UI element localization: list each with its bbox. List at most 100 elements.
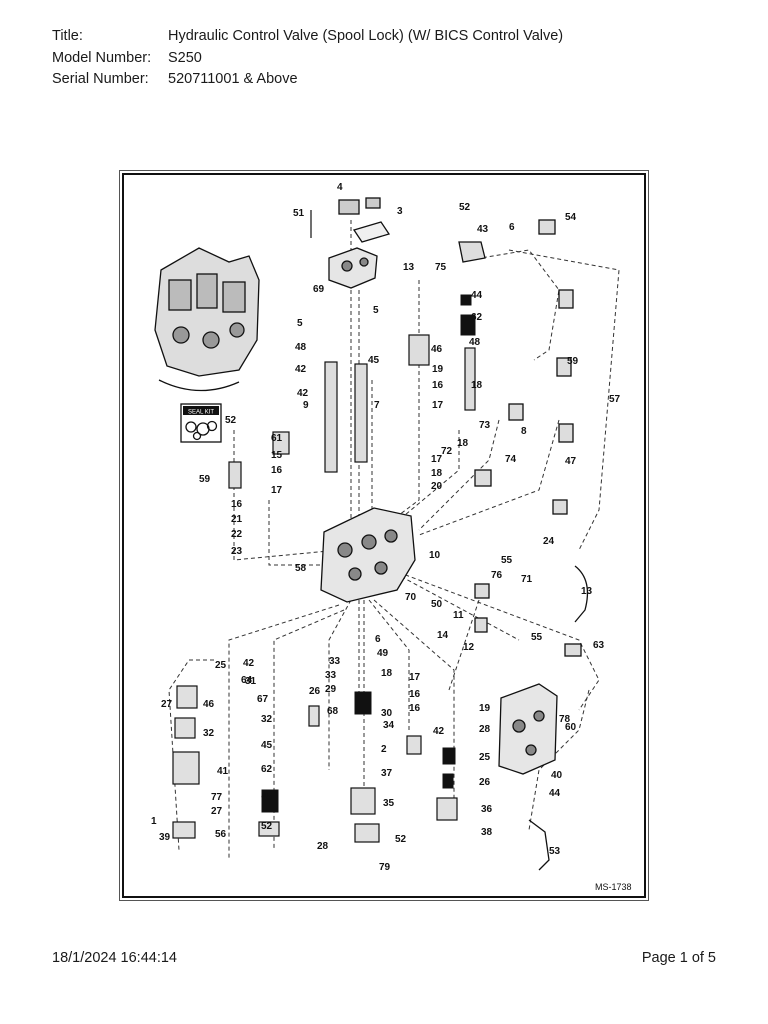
part-callout: 41 — [217, 766, 229, 777]
part-callout: 13 — [581, 586, 593, 597]
spool-housing — [328, 197, 391, 289]
part-callout: 63 — [593, 640, 605, 651]
part-callout: 77 — [211, 792, 223, 803]
part-callout: 71 — [521, 574, 533, 585]
part-callout: 28 — [479, 724, 491, 735]
part-callout: 42 — [295, 364, 307, 375]
part-callout: 8 — [521, 426, 527, 437]
seal-kit: SEAL KIT — [180, 403, 222, 443]
part-callout: 49 — [377, 648, 389, 659]
part-callout: 3 — [397, 206, 403, 217]
part-callout: 65 — [261, 792, 273, 803]
part-callout: 16 — [271, 465, 283, 476]
model-row: Model Number: S250 — [52, 48, 563, 70]
part-callout: 76 — [491, 570, 503, 581]
part-callout: 26 — [309, 686, 321, 697]
part-callout: 46 — [203, 699, 215, 710]
part-callout: 43 — [477, 224, 489, 235]
part-callout: 53 — [549, 846, 561, 857]
part-callout: 78 — [559, 714, 571, 725]
part-callout: 64 — [241, 675, 253, 686]
part-callout: 22 — [231, 529, 243, 540]
diagram-canvas: SEAL KIT — [119, 170, 649, 901]
part-callout: 44 — [471, 290, 483, 301]
part-callout: 36 — [481, 804, 493, 815]
part-callout: 52 — [395, 834, 407, 845]
part-callout: 37 — [381, 768, 393, 779]
part-callout: 21 — [231, 514, 243, 525]
serial-value: 520711001 & Above — [168, 71, 298, 87]
part-callout: 40 — [551, 770, 563, 781]
part-callout: 46 — [431, 344, 443, 355]
part-callout: 62 — [261, 764, 273, 775]
part-callout: 34 — [383, 720, 395, 731]
part-callout: 59 — [567, 356, 579, 367]
part-callout: 33 — [325, 670, 337, 681]
part-callout: 62 — [471, 312, 483, 323]
model-value: S250 — [168, 49, 202, 66]
part-callout: 42 — [243, 658, 255, 669]
part-callout: 45 — [261, 740, 273, 751]
part-callout: 17 — [431, 454, 443, 465]
part-callout: 10 — [429, 550, 441, 561]
seal-kit-label: SEAL KIT — [188, 410, 214, 416]
part-callout: 17 — [409, 672, 421, 683]
part-callout: 6 — [375, 634, 381, 645]
part-callout: 27 — [161, 699, 173, 710]
part-callout: 15 — [271, 450, 283, 461]
part-callout: 60 — [565, 722, 577, 733]
part-callout: 39 — [159, 832, 171, 843]
part-callout: 26 — [479, 777, 491, 788]
part-callout: 52 — [225, 415, 237, 426]
part-callout: 25 — [215, 660, 227, 671]
part-callout: 55 — [531, 632, 543, 643]
part-callout: 6 — [509, 222, 515, 233]
lower-parts — [172, 685, 458, 843]
part-callout: 70 — [405, 592, 417, 603]
part-callout: 16 — [231, 499, 243, 510]
part-callout: 7 — [374, 400, 380, 411]
part-callout: 11 — [453, 610, 464, 621]
part-callout: 68 — [327, 706, 339, 717]
part-callout: 4 — [337, 182, 343, 193]
part-callout: 74 — [505, 454, 517, 465]
part-callout: 33 — [329, 656, 341, 667]
part-callout: 67 — [257, 694, 269, 705]
part-callout: 25 — [479, 752, 491, 763]
right-valve-body — [498, 683, 558, 775]
part-callout: 19 — [479, 703, 491, 714]
spools — [228, 210, 476, 489]
part-callout: 16 — [409, 703, 421, 714]
part-callout: 32 — [261, 714, 273, 725]
part-callout: 50 — [431, 599, 443, 610]
page-indicator: Page 1 of 5 — [641, 950, 716, 966]
part-callout: 16 — [432, 380, 444, 391]
part-callout: 18 — [381, 668, 393, 679]
part-callout: 5 — [373, 305, 379, 316]
part-callout: 28 — [317, 841, 329, 852]
part-callout: 31 — [245, 676, 257, 687]
part-callout: 72 — [441, 446, 453, 457]
part-callout: 18 — [431, 468, 443, 479]
part-callout: 17 — [432, 400, 444, 411]
part-callout: 45 — [368, 355, 380, 366]
part-callout: 51 — [293, 208, 305, 219]
document-header: Title: Hydraulic Control Valve (Spool Lo… — [52, 26, 563, 91]
diagram-reference: MS-1738 — [595, 882, 632, 892]
part-callout: 2 — [381, 744, 387, 755]
part-callout: 44 — [549, 788, 561, 799]
main-valve-body — [320, 507, 416, 603]
part-callout: 18 — [457, 438, 469, 449]
part-callout: 30 — [381, 708, 393, 719]
part-callout: 13 — [403, 262, 415, 273]
part-callout: 79 — [379, 862, 391, 873]
part-callout: 20 — [431, 481, 443, 492]
title-row: Title: Hydraulic Control Valve (Spool Lo… — [52, 26, 563, 48]
part-callout: 48 — [295, 342, 307, 353]
part-callout: 55 — [501, 555, 513, 566]
part-callout: 73 — [479, 420, 491, 431]
part-callout: 75 — [435, 262, 447, 273]
springs — [261, 294, 476, 813]
part-callout: 27 — [211, 806, 223, 817]
part-callout: 61 — [271, 433, 283, 444]
